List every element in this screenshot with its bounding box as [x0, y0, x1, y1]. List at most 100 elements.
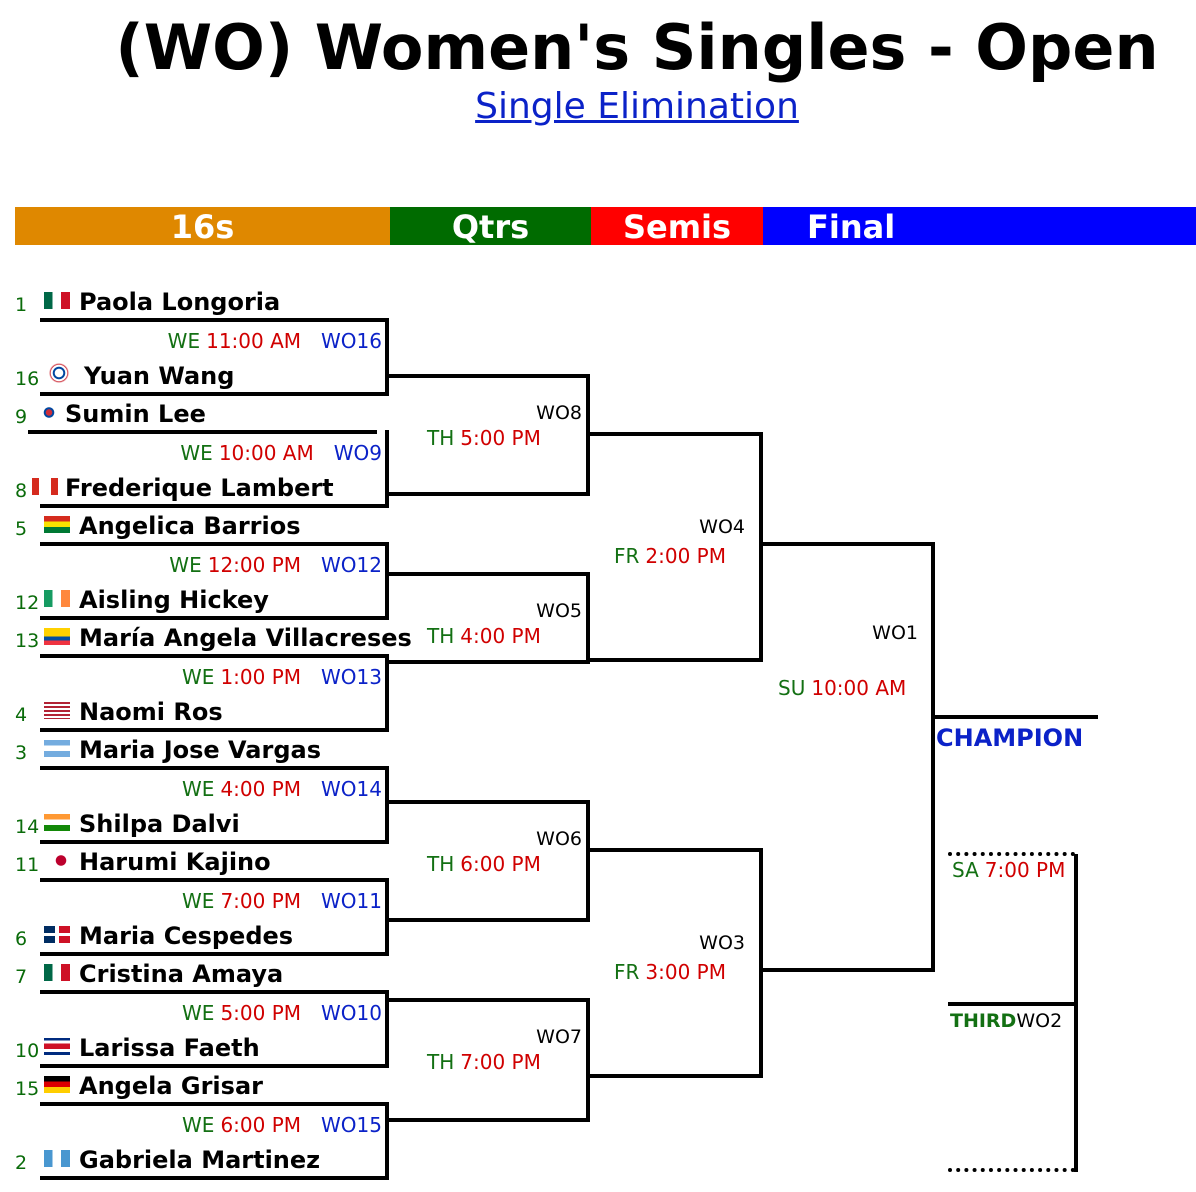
match-connector [385, 654, 389, 732]
player-seed: 10 [15, 1040, 40, 1062]
qf-match-id: WO7 [536, 1026, 582, 1048]
player-name[interactable]: Aisling Hickey [79, 586, 269, 614]
match-id: WO15 [321, 1113, 382, 1137]
match-id: WO12 [321, 553, 382, 577]
player-seed: 6 [15, 928, 28, 950]
match-id: WO9 [333, 441, 382, 465]
india-flag [44, 814, 70, 831]
player-line [40, 654, 389, 658]
germany-flag [44, 1076, 70, 1093]
match-connector [385, 430, 389, 508]
player-line [40, 1176, 389, 1180]
match-day: WE [182, 889, 215, 913]
match-time: 10:00 AM [218, 441, 314, 465]
match-day: WE [182, 1113, 215, 1137]
player-name[interactable]: Harumi Kajino [79, 848, 271, 876]
player-line [28, 430, 377, 434]
qf-line [389, 374, 589, 378]
qf-line [389, 1118, 589, 1122]
match-id: WO11 [321, 889, 382, 913]
canada-flag [32, 478, 58, 495]
player-name[interactable]: Paola Longoria [79, 288, 281, 316]
player-seed: 16 [15, 368, 40, 390]
player-name[interactable]: Maria Jose Vargas [79, 736, 321, 764]
bolivia-flag [44, 516, 70, 533]
dominican-republic-flag [44, 926, 70, 943]
match-day: WE [182, 1001, 215, 1025]
round-header-qtrs: Qtrs [390, 207, 591, 246]
player-name[interactable]: Frederique Lambert [65, 474, 334, 502]
final-time: 10:00 AM [811, 676, 907, 700]
match-connector [385, 1102, 389, 1180]
qf-time: 5:00 PM [460, 426, 541, 450]
round-header-final: Final [763, 207, 1196, 246]
page-title: (WO) Women's Singles - Open [115, 11, 1159, 84]
match-id: WO14 [321, 777, 382, 801]
final-line [761, 542, 935, 546]
player-seed: 2 [15, 1152, 28, 1174]
player-name[interactable]: Angelica Barrios [79, 512, 301, 540]
match-time: 7:00 PM [220, 889, 302, 913]
round-header-16s: 16s [15, 207, 390, 246]
chinese-taipei-flag [48, 362, 70, 384]
player-name[interactable]: María Angela Villacreses [79, 624, 412, 652]
qf-day: TH [427, 1050, 455, 1074]
player-name[interactable]: Cristina Amaya [79, 960, 284, 988]
match-time: 11:00 AM [206, 329, 302, 353]
round-header-final-label: Final [807, 208, 896, 246]
player-name[interactable]: Sumin Lee [65, 400, 206, 428]
qf-line [389, 572, 589, 576]
third-day: SA [952, 858, 979, 882]
third-time: 7:00 PM [984, 858, 1066, 882]
sf-line [589, 432, 763, 436]
guatemala-flag [44, 1150, 70, 1167]
qf-line [389, 660, 589, 664]
third-label: THIRD [950, 1010, 1017, 1032]
ecuador-flag [44, 628, 70, 645]
qf-time: 6:00 PM [460, 852, 541, 876]
sf-line [589, 658, 763, 662]
player-name[interactable]: Gabriela Martinez [79, 1146, 321, 1174]
player-seed: 7 [15, 966, 28, 988]
qf-time: 4:00 PM [460, 624, 541, 648]
match-time: 4:00 PM [220, 777, 302, 801]
player-name[interactable]: Naomi Ros [79, 698, 223, 726]
match-connector [385, 990, 389, 1068]
argentina-flag [44, 740, 70, 757]
player-name[interactable]: Maria Cespedes [79, 922, 294, 950]
qf-connector [586, 572, 590, 664]
player-name[interactable]: Angela Grisar [79, 1072, 263, 1100]
third-match-id: WO2 [1016, 1010, 1063, 1032]
player-seed: 8 [15, 480, 28, 502]
match-connector [385, 542, 389, 620]
round-header-semis: Semis [591, 207, 763, 246]
player-seed: 9 [15, 406, 28, 428]
player-seed: 13 [15, 630, 40, 652]
qf-day: TH [427, 426, 455, 450]
third-dotted-line [948, 1168, 1075, 1172]
match-day: WE [167, 329, 201, 353]
sf-day: FR [614, 544, 640, 568]
player-name[interactable]: Larissa Faeth [79, 1034, 260, 1062]
third-label-row: THIRDWO2 [950, 1010, 1062, 1032]
costa-rica-flag [44, 1038, 70, 1055]
third-dotted-line [948, 852, 1075, 856]
player-name[interactable]: Yuan Wang [84, 362, 235, 390]
match-time: 1:00 PM [220, 665, 302, 689]
qf-match-id: WO6 [536, 828, 582, 850]
player-seed: 3 [15, 742, 28, 764]
bracket-type-link[interactable]: Single Elimination [475, 86, 799, 127]
player-line [40, 504, 389, 508]
sf-match-id: WO4 [699, 516, 745, 538]
third-line [948, 1002, 1074, 1006]
player-name[interactable]: Shilpa Dalvi [79, 810, 240, 838]
